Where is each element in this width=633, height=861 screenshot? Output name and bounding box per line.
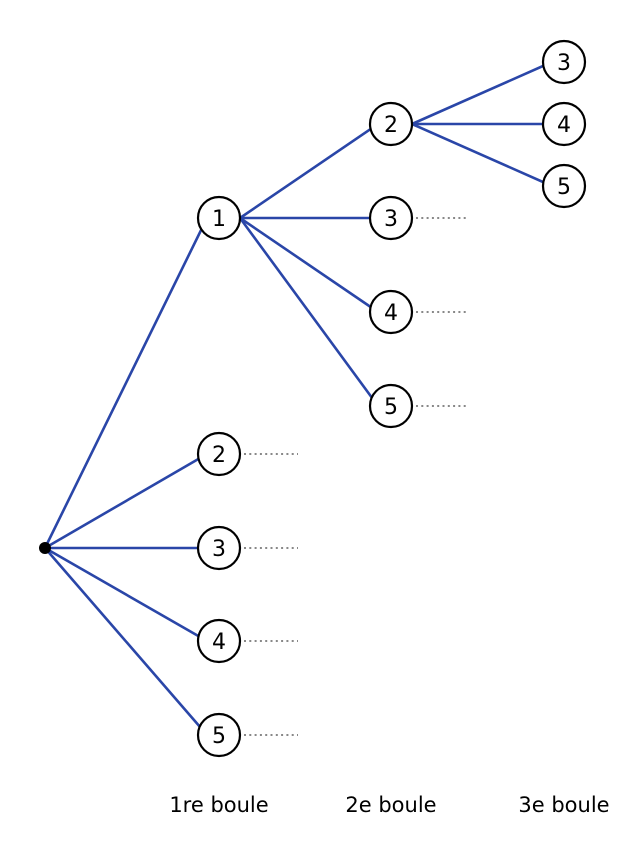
level1-node-3: 3 (196, 525, 242, 571)
edge-1-5 (238, 216, 380, 408)
edges-root (43, 216, 209, 737)
node-label: 3 (557, 51, 571, 76)
level3-node-5: 5 (541, 163, 587, 209)
node-circle (368, 101, 414, 147)
level2-node-2: 2 (368, 101, 414, 147)
edges-level2 (410, 60, 554, 188)
level3-node-3: 3 (541, 39, 587, 85)
node-circle (368, 289, 414, 335)
node-circle (196, 618, 242, 664)
level2-node-3: 3 (368, 195, 414, 241)
edge-2-5 (410, 122, 554, 188)
node-label: 3 (212, 537, 226, 562)
root-node (39, 542, 51, 554)
continuation-dots (244, 217, 468, 736)
edge-2-3 (410, 60, 554, 126)
edge-root-5 (43, 546, 209, 737)
edge-root-2 (43, 452, 209, 550)
level-label-third: 3e boule (518, 793, 609, 817)
level1-node-4: 4 (196, 618, 242, 664)
level1-node-1: 1 (196, 195, 242, 241)
level-label-second: 2e boule (345, 793, 436, 817)
edge-root-1 (43, 216, 209, 550)
level1-node-2: 2 (196, 431, 242, 477)
node-label: 1 (212, 207, 226, 232)
edge-1-4 (238, 216, 380, 314)
node-circle (368, 195, 414, 241)
level2-node-4: 4 (368, 289, 414, 335)
level3-node-4: 4 (541, 101, 587, 147)
node-circle (196, 525, 242, 571)
node-circle (196, 431, 242, 477)
edge-1-2 (238, 122, 380, 220)
node-circle (196, 195, 242, 241)
edge-root-4 (43, 546, 209, 643)
level1-node-5: 5 (196, 712, 242, 758)
node-label: 4 (557, 113, 571, 138)
node-label: 4 (384, 301, 398, 326)
node-label: 5 (384, 395, 398, 420)
node-circle (541, 39, 587, 85)
node-label: 5 (212, 724, 226, 749)
node-label: 3 (384, 207, 398, 232)
level2-node-5: 5 (368, 383, 414, 429)
node-label: 2 (212, 443, 226, 468)
node-label: 5 (557, 175, 571, 200)
node-label: 4 (212, 630, 226, 655)
node-label: 2 (384, 113, 398, 138)
level-label-first: 1re boule (169, 793, 268, 817)
node-circle (541, 163, 587, 209)
node-circle (196, 712, 242, 758)
node-circle (368, 383, 414, 429)
edges-level1 (238, 122, 380, 408)
node-circle (541, 101, 587, 147)
